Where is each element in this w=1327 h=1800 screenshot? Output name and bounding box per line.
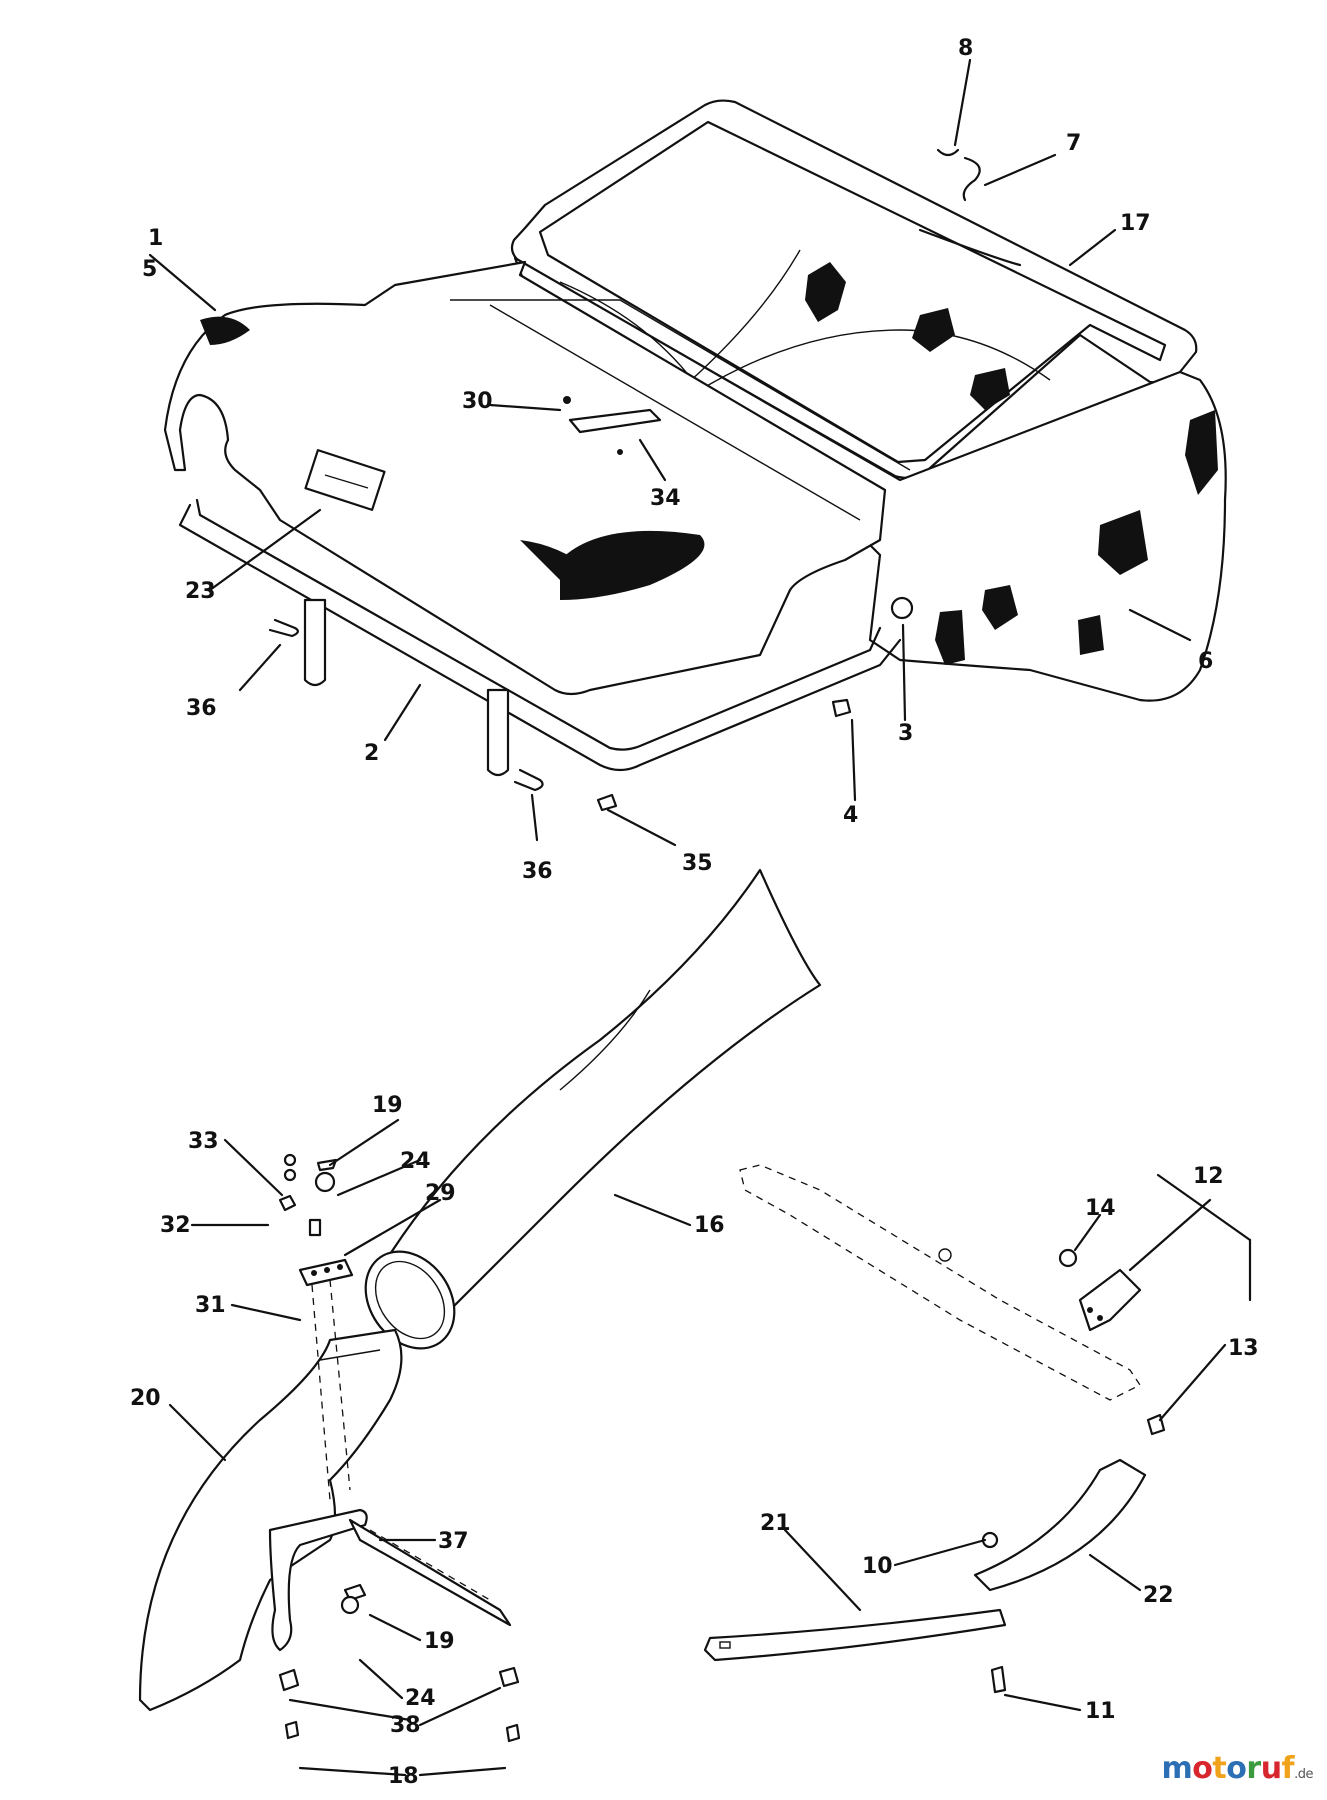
callout-20: 20 <box>130 1386 161 1411</box>
callout-32: 32 <box>160 1213 191 1238</box>
deflector-left <box>703 1608 1007 1662</box>
blade <box>739 1164 1141 1401</box>
callout-1: 1 <box>148 226 163 251</box>
callout-21: 21 <box>760 1511 791 1536</box>
callout-31: 31 <box>195 1293 226 1318</box>
callout-8: 8 <box>958 36 973 61</box>
callout-23: 23 <box>185 579 216 604</box>
mount-bracket <box>268 1153 521 1743</box>
callout-17: 17 <box>1120 211 1151 236</box>
watermark-letter: r <box>1246 1751 1261 1786</box>
callout-29: 29 <box>425 1181 456 1206</box>
hairpin-cotter-left <box>268 618 299 638</box>
callout-4: 4 <box>843 803 858 828</box>
callout-35: 35 <box>682 851 713 876</box>
watermark-letter: u <box>1260 1751 1282 1786</box>
callout-labels: 1 5 8 7 17 30 34 23 36 2 36 35 4 3 6 19 … <box>130 36 1259 1789</box>
callout-38: 38 <box>390 1713 421 1738</box>
flange-nut <box>596 793 618 812</box>
callout-7: 7 <box>1066 131 1081 156</box>
callout-3: 3 <box>898 721 913 746</box>
callout-14: 14 <box>1085 1196 1116 1221</box>
callout-13: 13 <box>1228 1336 1259 1361</box>
latch-plate <box>563 396 662 455</box>
hook-pin <box>936 148 960 157</box>
watermark-letter: f <box>1281 1751 1295 1786</box>
frame-rail <box>178 498 902 777</box>
callout-36b: 36 <box>522 859 553 884</box>
grass-bag <box>513 249 1227 702</box>
callout-24b: 24 <box>405 1686 436 1711</box>
callout-30: 30 <box>462 389 493 414</box>
knob <box>890 596 914 620</box>
bag-frame <box>510 99 1198 479</box>
callout-37: 37 <box>438 1529 469 1554</box>
callout-12: 12 <box>1193 1164 1224 1189</box>
callout-18: 18 <box>388 1764 419 1789</box>
callout-22: 22 <box>1143 1583 1174 1608</box>
watermark-suffix: .de <box>1294 1767 1313 1782</box>
callout-10: 10 <box>862 1554 893 1579</box>
callout-33: 33 <box>188 1129 219 1154</box>
callout-24a: 24 <box>400 1149 431 1174</box>
callout-34: 34 <box>650 486 681 511</box>
callout-36a: 36 <box>186 696 217 721</box>
callout-19a: 19 <box>372 1093 403 1118</box>
hairpin-cotter-bottom <box>513 768 544 792</box>
hook <box>962 156 981 202</box>
motoruf-watermark: motoruf.de <box>1161 1751 1314 1786</box>
leaders <box>148 58 1252 1777</box>
carriage-bolt <box>831 698 852 718</box>
callout-16: 16 <box>694 1213 725 1238</box>
callout-6: 6 <box>1198 649 1213 674</box>
callout-11: 11 <box>1085 1699 1116 1724</box>
deflector-right <box>973 1458 1147 1694</box>
housing-cover <box>163 260 911 696</box>
callout-5: 5 <box>142 257 157 282</box>
watermark-letter: t <box>1212 1751 1227 1786</box>
watermark-letter: o <box>1192 1751 1213 1786</box>
discharge-tube <box>364 868 822 1350</box>
callout-2: 2 <box>364 741 379 766</box>
chute <box>138 1328 403 1712</box>
callout-19b: 19 <box>424 1629 455 1654</box>
watermark-letter: m <box>1161 1751 1193 1786</box>
watermark-letter: o <box>1226 1751 1247 1786</box>
